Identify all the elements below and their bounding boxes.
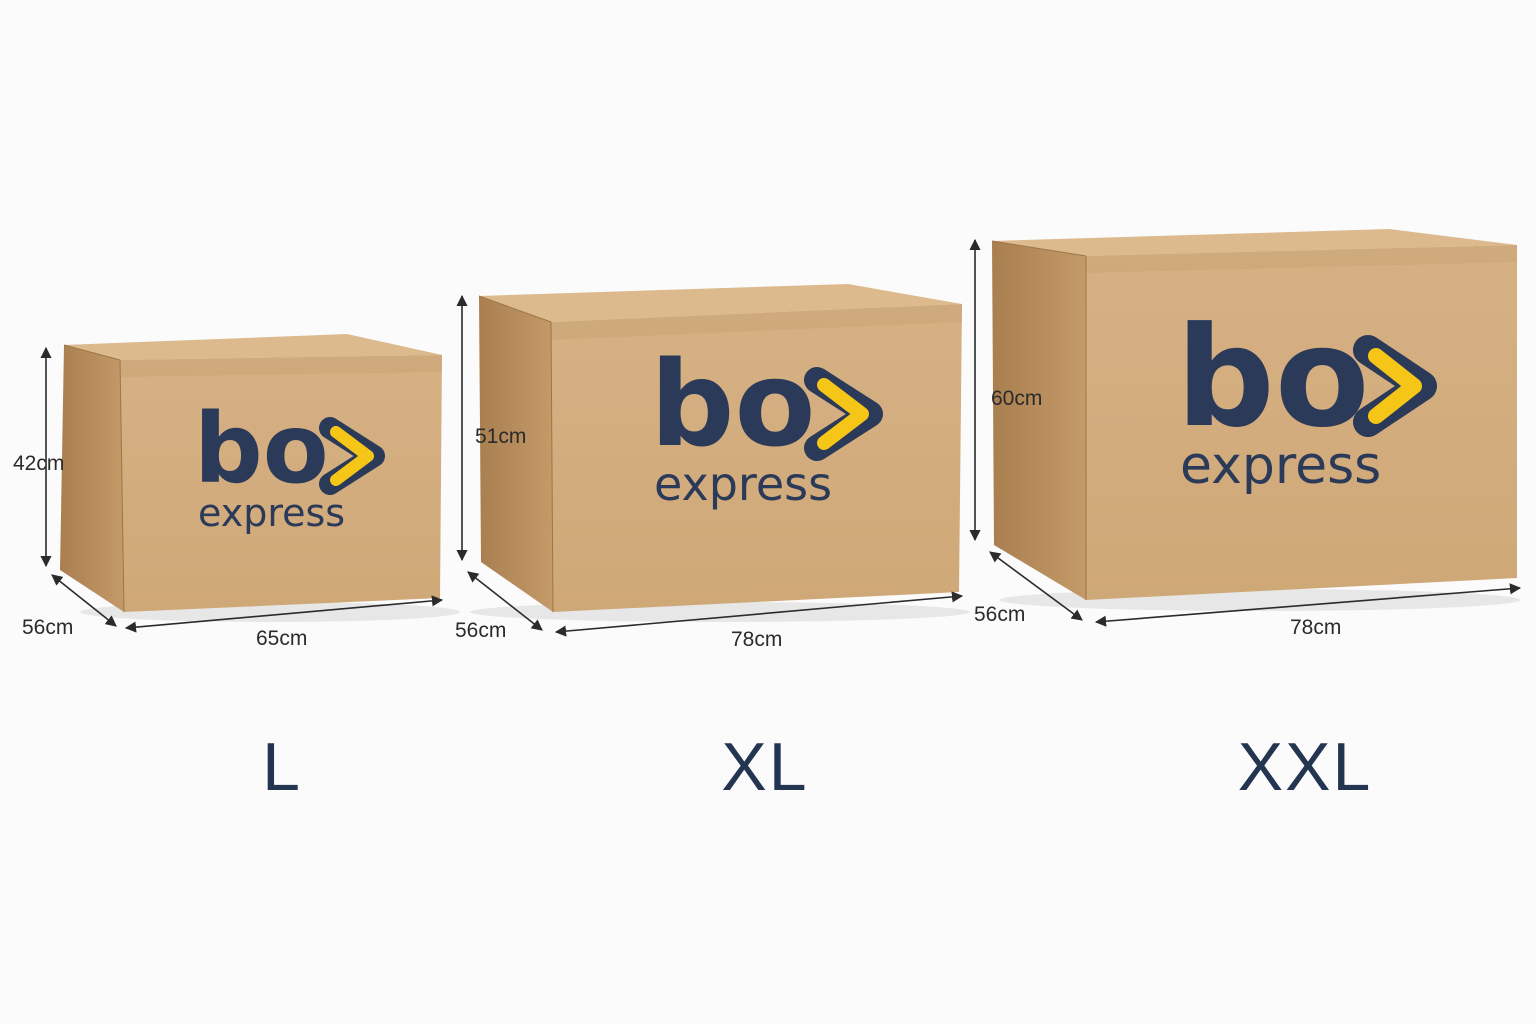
box-l-side: [60, 345, 124, 612]
box-xxl-width-label: 78cm: [1290, 616, 1341, 639]
box-xl: bo express 51cm 56cm 78cm: [455, 284, 970, 651]
box-l-top: [64, 334, 442, 360]
box-xxl-height-label: 60cm: [991, 387, 1042, 410]
box-l-width-label: 65cm: [256, 627, 307, 650]
chevron-icon: [804, 367, 883, 461]
box-xxl: bo express 60cm 56cm 78cm: [969, 229, 1522, 639]
box-xxl-top: [992, 229, 1517, 256]
box-l-front: [120, 355, 442, 612]
box-l-height-label: 42cm: [13, 452, 64, 475]
box-xxl-front: [1086, 245, 1517, 600]
box-l-logo: bo express: [194, 393, 385, 535]
svg-text:bo: bo: [1176, 297, 1370, 458]
box-xl-side: [479, 296, 553, 612]
svg-text:express: express: [198, 491, 345, 535]
chevron-icon: [319, 417, 385, 495]
svg-text:bo: bo: [650, 335, 816, 473]
size-label-xxl: XXL: [1237, 729, 1373, 805]
box-xl-logo: bo express: [650, 335, 883, 511]
box-xl-height-label: 51cm: [475, 425, 526, 448]
svg-text:bo: bo: [194, 393, 329, 505]
box-l-depth-label: 56cm: [22, 616, 73, 639]
box-xl-depth-label: 56cm: [455, 619, 506, 642]
box-l-depth-arrow: [51, 574, 117, 627]
box-xxl-depth-label: 56cm: [974, 603, 1025, 626]
box-xxl-side: [992, 241, 1086, 600]
svg-text:express: express: [1180, 436, 1381, 496]
box-xl-front: [551, 304, 962, 612]
box-xl-width-arrow: [554, 591, 964, 637]
box-xl-depth-arrow: [467, 571, 543, 631]
box-xxl-width-arrow: [1094, 583, 1522, 627]
box-xxl-depth-arrow: [989, 551, 1083, 621]
size-label-xl: XL: [721, 729, 809, 805]
chevron-icon: [1353, 335, 1437, 437]
size-label-l: L: [262, 729, 302, 805]
box-xl-width-label: 78cm: [731, 628, 782, 651]
box-l: bo express 42cm 56cm 65cm: [13, 334, 460, 650]
box-l-width-arrow: [124, 595, 444, 633]
box-xxl-logo: bo express: [1176, 297, 1437, 496]
box-xl-top: [479, 284, 962, 322]
svg-text:express: express: [654, 457, 832, 511]
